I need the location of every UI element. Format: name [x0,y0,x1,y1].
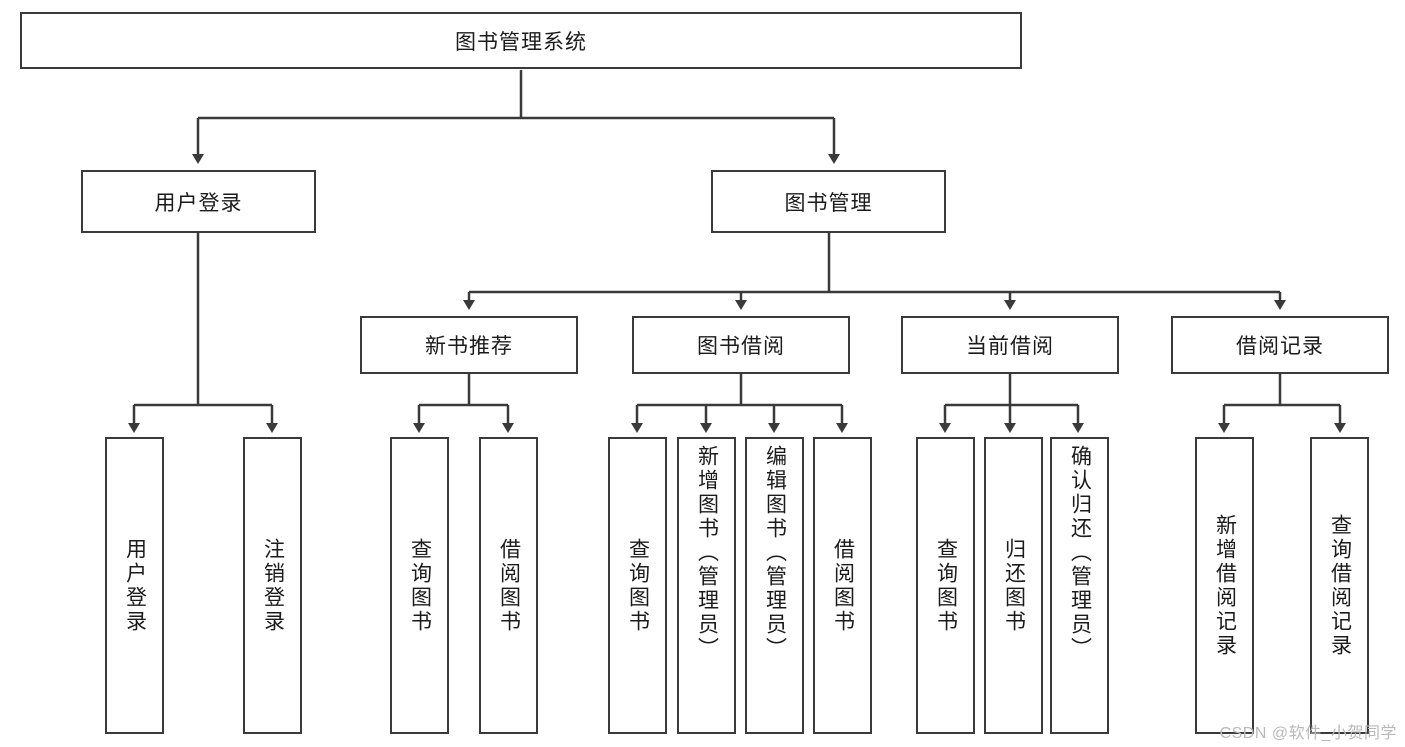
leaf-confirm-return-admin[interactable]: 确认归还（管理员） [1050,437,1109,734]
node-root[interactable]: 图书管理系统 [20,12,1022,69]
leaf-query-book[interactable]: 查询图书 [608,437,667,734]
leaf-logout[interactable]: 注销登录 [243,437,302,734]
node-new-book-recommend[interactable]: 新书推荐 [360,316,578,374]
leaf-user-login[interactable]: 用户登录 [105,437,164,734]
leaf-add-borrow-record[interactable]: 新增借阅记录 [1195,437,1254,734]
node-borrow-record[interactable]: 借阅记录 [1171,316,1389,374]
leaf-borrow-book-recommend[interactable]: 借阅图书 [479,437,538,734]
leaf-add-book-admin[interactable]: 新增图书（管理员） [677,437,736,734]
leaf-query-book-current[interactable]: 查询图书 [916,437,975,734]
leaf-edit-book-admin[interactable]: 编辑图书（管理员） [745,437,804,734]
watermark: CSDN @软件_小贺同学 [1219,725,1397,742]
leaf-query-borrow-record[interactable]: 查询借阅记录 [1310,437,1369,734]
leaf-query-book-recommend[interactable]: 查询图书 [390,437,449,734]
node-book-borrow[interactable]: 图书借阅 [632,316,850,374]
node-current-borrow[interactable]: 当前借阅 [901,316,1119,374]
node-book-management[interactable]: 图书管理 [711,170,946,233]
leaf-return-book[interactable]: 归还图书 [984,437,1043,734]
leaf-borrow-book[interactable]: 借阅图书 [813,437,872,734]
node-user-login[interactable]: 用户登录 [81,170,316,233]
